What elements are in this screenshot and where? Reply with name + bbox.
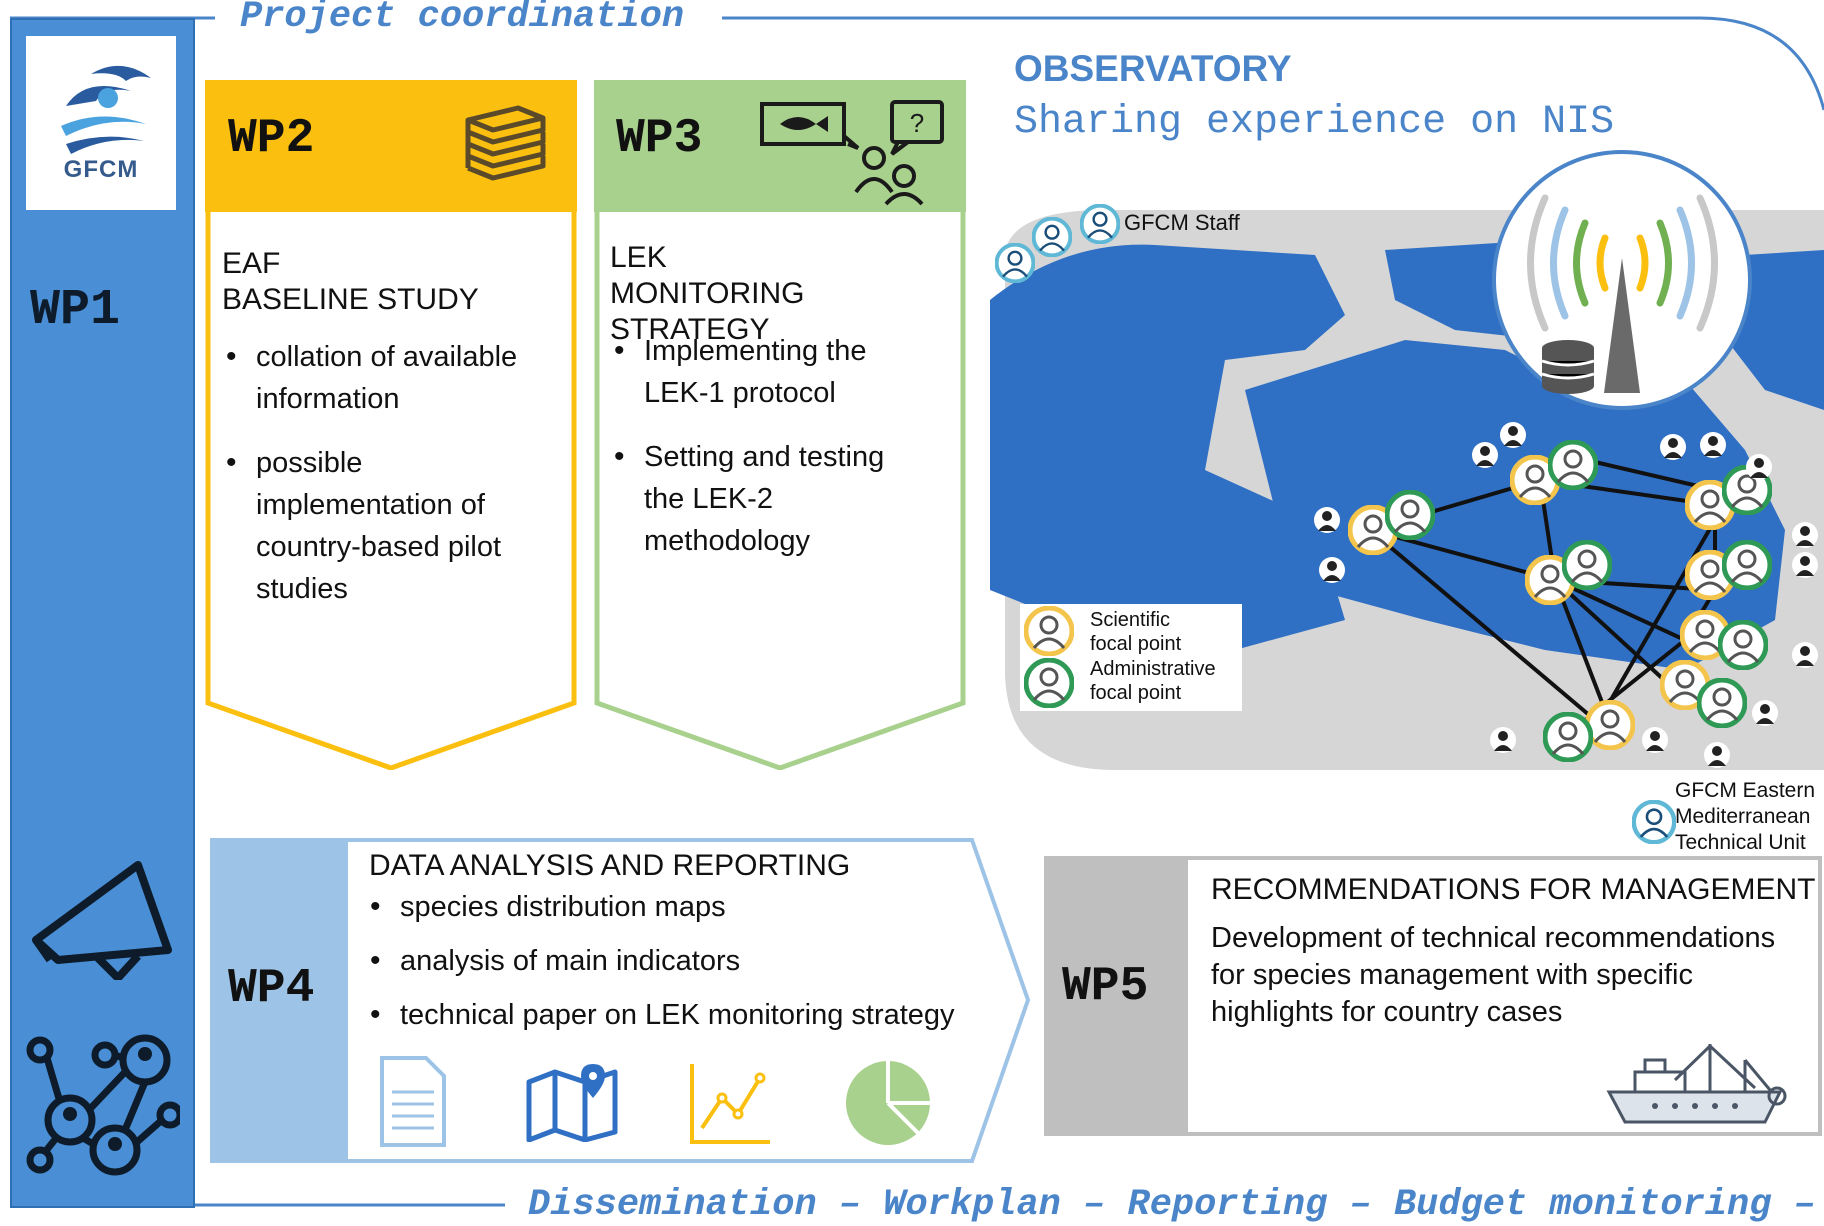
observatory-subtitle: Sharing experience on NIS xyxy=(1014,100,1615,145)
bottom-tasks-title: Dissemination – Workplan – Reporting – B… xyxy=(514,1184,1824,1226)
wp2-bullet: collation of available information xyxy=(222,336,552,420)
wp5-text: Development of technical recommendations… xyxy=(1211,922,1776,1028)
pie-chart-icon xyxy=(846,1061,930,1145)
document-icon xyxy=(380,1056,446,1147)
observatory-antenna xyxy=(1492,150,1752,410)
technical-unit-icon xyxy=(1632,800,1676,844)
network-people-icon xyxy=(26,1034,180,1176)
legend-focal-icons xyxy=(1022,604,1078,712)
legend-administrative: Administrative focal point xyxy=(1090,658,1216,704)
observatory-title: OBSERVATORY xyxy=(1014,48,1292,89)
wp5-title: RECOMMENDATIONS FOR MANAGEMENT xyxy=(1211,873,1816,906)
project-coordination-title: Project coordination xyxy=(226,0,699,38)
gfcm-staff-label: GFCM Staff xyxy=(1124,210,1240,235)
wp4-bullet: species distribution maps xyxy=(366,886,1026,928)
wp1-sidebar xyxy=(10,18,195,1208)
wp2-bullet: possible implementation of country-based… xyxy=(222,442,552,610)
wp4-bullets: species distribution maps analysis of ma… xyxy=(366,886,1026,1048)
line-chart-icon xyxy=(690,1064,770,1144)
wp3-bullet: Setting and testing the LEK-2 methodolog… xyxy=(610,436,930,562)
wp5-box-shape xyxy=(1044,856,1822,1136)
wp3-bullet: Implementing the LEK-1 protocol xyxy=(610,330,930,414)
wp2-label: WP2 xyxy=(228,112,315,166)
wp5-label: WP5 xyxy=(1062,960,1149,1014)
wp4-label: WP4 xyxy=(228,962,315,1016)
wp4-title: DATA ANALYSIS AND REPORTING xyxy=(369,849,851,882)
technical-unit-label: GFCM Eastern Mediterranean Technical Uni… xyxy=(1675,779,1816,854)
gfcm-logo xyxy=(26,36,176,210)
wp4-bullet: analysis of main indicators xyxy=(366,940,1026,982)
legend-scientific: Scientific focal point xyxy=(1090,609,1182,655)
svg-text:?: ? xyxy=(910,108,924,138)
wp2-title: EAF BASELINE STUDY xyxy=(222,247,479,316)
gfcm-logo-icon xyxy=(61,65,151,154)
wp3-label: WP3 xyxy=(616,112,703,166)
gfcm-logo-text: GFCM xyxy=(63,156,139,183)
wp3-bullets: Implementing the LEK-1 protocol Setting … xyxy=(610,330,930,584)
wp4-bullet: technical paper on LEK monitoring strate… xyxy=(366,994,1026,1036)
fish-interview-icon: ? xyxy=(760,100,944,206)
wp2-bullets: collation of available information possi… xyxy=(222,336,552,632)
map-pin-icon xyxy=(526,1064,618,1142)
books-icon xyxy=(465,105,546,181)
megaphone-icon xyxy=(32,861,172,980)
fishing-vessel-icon xyxy=(1606,1044,1787,1124)
wp1-label: WP1 xyxy=(30,282,121,339)
